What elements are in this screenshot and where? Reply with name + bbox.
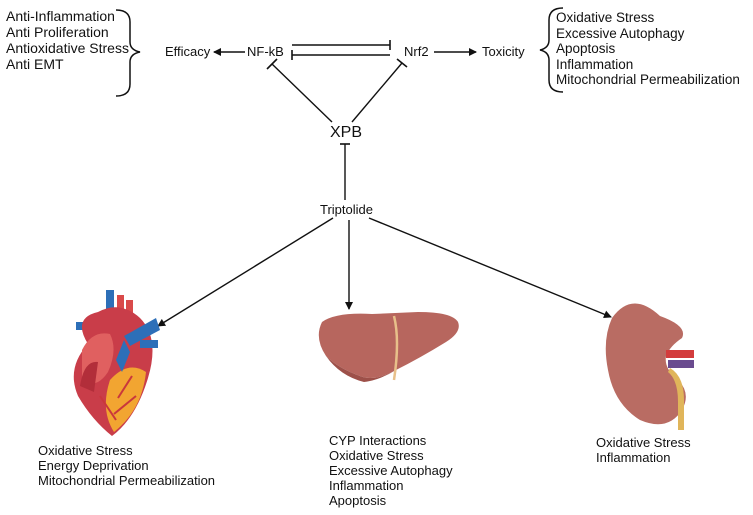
xpb-to-nfkb-bar [266,58,278,70]
xpb-label: XPB [330,124,363,141]
heart-effect-item: Oxidative Stress [38,443,133,458]
efficacy-item: Anti Proliferation [6,24,109,40]
toxicity-item: Excessive Autophagy [556,25,685,41]
heart-icon [73,290,160,436]
liver-icon [318,312,459,382]
kidney-effect-item: Inflammation [596,450,671,465]
kidney-effect-item: Oxidative Stress [596,435,691,450]
xpb-to-nfkb-line [271,63,333,123]
triptolide-to-heart-arrow [157,217,334,327]
heart-effect-item: Energy Deprivation [38,458,149,473]
liver-effect-item: Oxidative Stress [329,448,424,463]
xpb-to-nrf2-line [351,62,403,123]
toxicity-item: Inflammation [556,56,634,72]
efficacy-brace [115,9,141,97]
toxicity-label: Toxicity [482,44,525,59]
efficacy-list: Anti-Inflammation Anti Proliferation Ant… [6,8,129,72]
kidney-effects-list: Oxidative Stress Inflammation [596,435,691,465]
heart-effects-list: Oxidative Stress Energy Deprivation Mito… [38,443,215,488]
toxicity-item: Apoptosis [556,41,616,56]
efficacy-item: Anti EMT [6,56,64,72]
efficacy-item: Antioxidative Stress [6,40,129,56]
nfkb-label: NF-kB [247,44,284,59]
liver-effects-list: CYP Interactions Oxidative Stress Excess… [329,433,453,508]
toxicity-item: Mitochondrial Permeabilization [556,72,740,87]
liver-effect-item: CYP Interactions [329,433,427,448]
xpb-to-nrf2-bar [396,58,408,68]
toxicity-item: Oxidative Stress [556,10,655,25]
liver-effect-item: Excessive Autophagy [329,463,453,478]
liver-effect-item: Apoptosis [329,493,387,508]
heart-effect-item: Mitochondrial Permeabilization [38,473,216,488]
efficacy-label: Efficacy [165,44,211,59]
toxicity-list: Oxidative Stress Excessive Autophagy Apo… [556,10,740,88]
toxicity-brace [539,7,564,93]
triptolide-to-kidney-arrow [368,217,612,319]
nrf2-label: Nrf2 [404,44,429,59]
liver-effect-item: Inflammation [329,478,404,493]
triptolide-label: Triptolide [320,202,373,217]
efficacy-item: Anti-Inflammation [6,8,115,24]
kidney-icon [605,303,694,430]
